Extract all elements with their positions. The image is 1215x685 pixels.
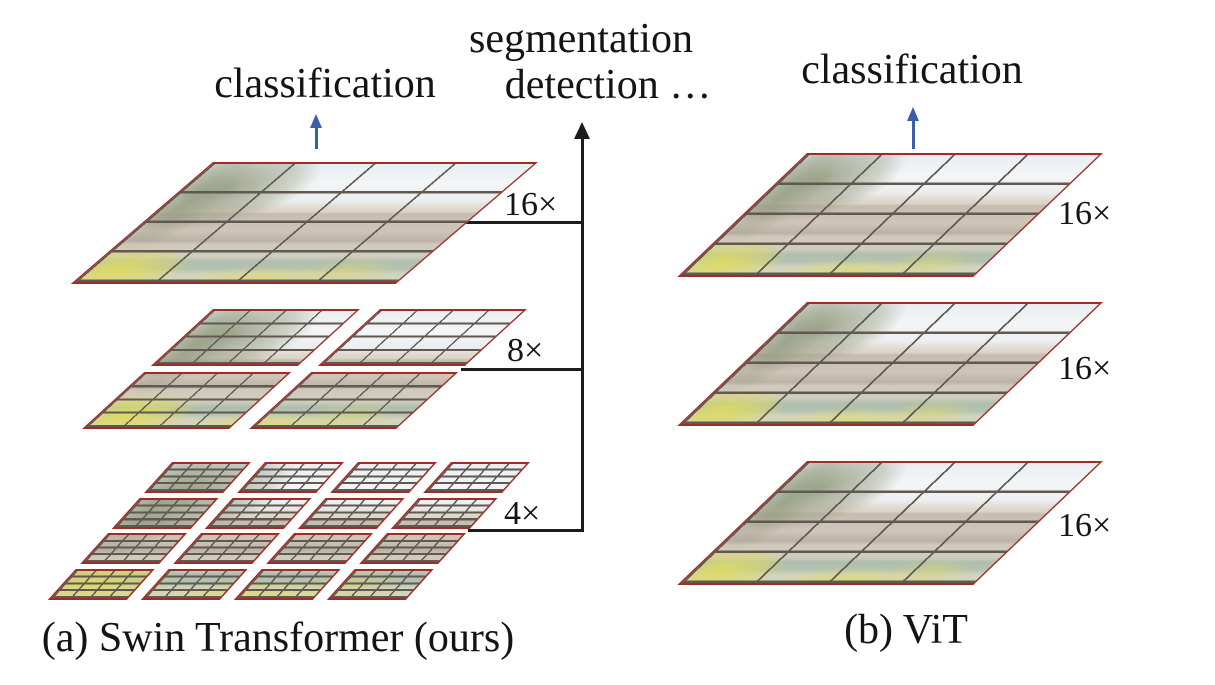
feature-map-vit-16x-level-2 — [677, 461, 1103, 585]
scale-label-8x-swin: 8× — [507, 332, 544, 369]
feature-map-swin-8x-level-1 — [82, 309, 527, 429]
feature-map-vit-16x-level-0 — [677, 153, 1103, 277]
scale-label-16x-swin: 16× — [504, 186, 558, 223]
classification-arrow-vit — [912, 121, 915, 149]
scale-label-16x-vit-top: 16× — [1058, 195, 1112, 232]
detection-label: detection … — [504, 62, 712, 108]
caption-swin-transformer: (a) Swin Transformer (ours) — [41, 615, 515, 661]
scale-label-4x-swin: 4× — [504, 495, 541, 532]
image-patch — [330, 462, 437, 493]
caption-vit: (b) ViT — [844, 607, 968, 653]
image-patch — [172, 533, 280, 565]
image-patch — [144, 462, 251, 493]
image-patch — [358, 533, 466, 565]
image-patch — [47, 569, 155, 601]
scale-label-16x-vit-bottom: 16× — [1058, 507, 1112, 544]
merge-arrow-shaft — [581, 139, 584, 532]
scale-label-16x-vit-middle: 16× — [1058, 350, 1112, 387]
segmentation-label: segmentation — [469, 16, 693, 62]
image-patch — [390, 497, 498, 529]
connector-line-8x — [461, 368, 584, 371]
classification-label-swin: classification — [214, 61, 436, 107]
feature-map-vit-16x-level-1 — [677, 302, 1103, 426]
image-patch — [233, 569, 341, 601]
image-patch — [297, 497, 405, 529]
connector-line-16x — [466, 221, 584, 224]
connector-line-4x — [468, 529, 584, 532]
image-patch — [677, 153, 1103, 277]
classification-arrow-up-icon-vit — [907, 107, 919, 121]
image-patch — [140, 569, 248, 601]
classification-arrow-up-icon-swin — [310, 114, 322, 128]
image-patch — [677, 461, 1103, 585]
image-patch — [265, 533, 373, 565]
classification-arrow-swin — [315, 127, 318, 149]
classification-label-vit: classification — [801, 47, 1023, 93]
image-patch — [111, 497, 219, 529]
image-patch — [237, 462, 344, 493]
image-patch — [677, 302, 1103, 426]
image-patch — [204, 497, 312, 529]
feature-map-swin-4x-level-2 — [47, 462, 530, 601]
merge-arrow-up-icon — [574, 122, 590, 139]
image-patch — [423, 462, 530, 493]
image-patch — [79, 533, 187, 565]
image-patch — [326, 569, 434, 601]
